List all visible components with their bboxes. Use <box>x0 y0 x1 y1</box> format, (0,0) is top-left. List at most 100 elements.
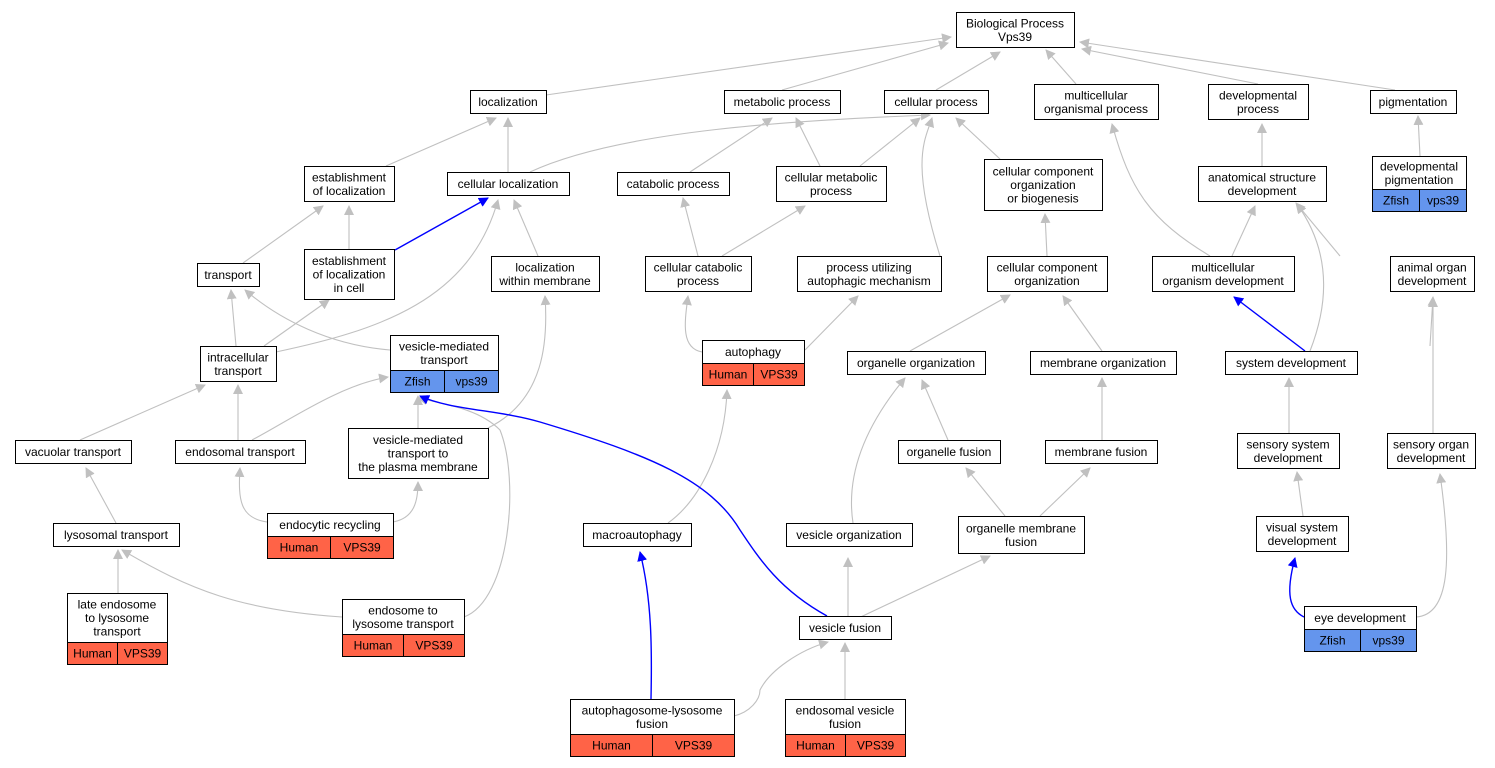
go-term-node-macro[interactable]: macroautophagy <box>583 523 692 547</box>
edge <box>1415 473 1448 618</box>
node-label-line: establishment <box>312 254 387 268</box>
edge <box>263 299 330 347</box>
node-label-line: vacuolar transport <box>25 445 122 459</box>
go-term-node-cellloc[interactable]: cellular localization <box>447 172 570 196</box>
go-term-node-memfus[interactable]: membrane fusion <box>1045 440 1158 464</box>
node-label-line: animal organ <box>1397 260 1466 274</box>
go-term-node-catab[interactable]: catabolic process <box>617 172 730 196</box>
node-box <box>797 256 942 292</box>
edge <box>419 395 828 617</box>
node-label-line: fusion <box>1005 535 1037 549</box>
node-label-line: in cell <box>334 281 365 295</box>
zfish-gene-label: Zfish <box>404 375 430 389</box>
go-term-node-orgfus[interactable]: organelle fusion <box>898 440 1001 464</box>
human-gene-cell[interactable] <box>652 734 735 757</box>
human-gene-cell[interactable] <box>403 634 465 657</box>
go-term-node-vesorg[interactable]: vesicle organization <box>786 523 913 547</box>
node-label-line: sensory organ <box>1393 437 1469 451</box>
zfish-gene-cell[interactable] <box>444 370 499 393</box>
edge <box>680 197 699 257</box>
human-gene-cell[interactable] <box>330 536 394 559</box>
edge <box>385 117 497 167</box>
node-label-line: cellular component <box>997 260 1098 274</box>
human-gene-label: Human <box>592 739 631 753</box>
node-box <box>53 523 180 547</box>
go-term-node-loc[interactable]: localization <box>470 90 547 114</box>
edge <box>1040 213 1051 257</box>
node-box <box>1237 433 1340 469</box>
zfish-gene-cell[interactable] <box>1419 189 1467 212</box>
node-box <box>776 166 887 202</box>
human-gene-cell[interactable] <box>753 363 805 386</box>
go-term-node-orgorg[interactable]: organelle organization <box>847 351 986 375</box>
go-term-node-memorg[interactable]: membrane organization <box>1030 351 1177 375</box>
node-label-line: cellular localization <box>458 177 559 191</box>
edge <box>1081 45 1259 85</box>
node-box <box>1390 256 1475 292</box>
node-label-line: transport <box>420 353 468 367</box>
human-gene-label: VPS39 <box>343 541 381 555</box>
node-box <box>175 440 306 464</box>
edge <box>681 295 703 353</box>
node-label-line: endocytic recycling <box>279 518 380 532</box>
go-term-node-cell[interactable]: cellular process <box>884 90 989 114</box>
node-box <box>1045 440 1158 464</box>
edge <box>275 199 501 353</box>
node-box <box>645 256 752 292</box>
node-box <box>1225 351 1358 375</box>
go-term-node-sysdev[interactable]: system development <box>1225 351 1358 375</box>
go-term-node-vesfus[interactable]: vesicle fusion <box>799 616 892 640</box>
edge <box>733 639 829 717</box>
node-label-line: catabolic process <box>627 177 720 191</box>
zfish-gene-cell[interactable] <box>1360 629 1417 652</box>
human-gene-cell[interactable] <box>117 642 168 665</box>
go-term-node-meta[interactable]: metabolic process <box>724 90 841 114</box>
node-box <box>956 12 1075 48</box>
go-term-node-lysotr[interactable]: lysosomal transport <box>53 523 180 547</box>
edge <box>921 117 941 257</box>
node-label-line: localization <box>515 260 574 274</box>
node-label-line: autophagosome-lysosome <box>582 703 723 717</box>
go-term-node-vactr[interactable]: vacuolar transport <box>15 440 132 464</box>
edge <box>85 467 117 524</box>
go-term-node-endotr[interactable]: endosomal transport <box>175 440 306 464</box>
edge <box>804 295 859 351</box>
go-term-node-pig[interactable]: pigmentation <box>1370 90 1457 114</box>
edge <box>965 467 1006 517</box>
go-term-node-transport[interactable]: transport <box>197 263 260 287</box>
human-gene-cell[interactable] <box>845 734 906 757</box>
edge <box>667 389 732 524</box>
node-label-line: process utilizing <box>826 260 911 274</box>
node-label-line: anatomical structure <box>1208 170 1316 184</box>
edge <box>1413 115 1424 157</box>
